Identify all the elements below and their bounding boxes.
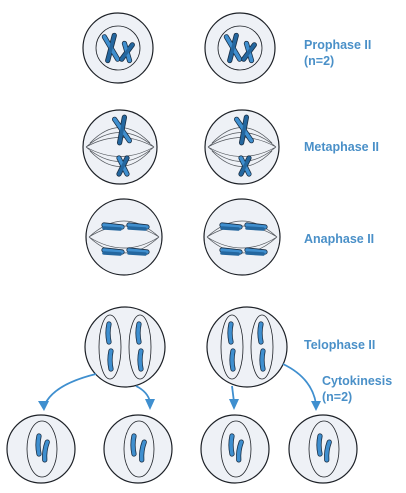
telophase-cell-right [207, 307, 287, 387]
label-cytokinesis-n: (n=2) [322, 390, 352, 404]
metaphase-cell-left [83, 110, 157, 184]
daughter-cell-2 [104, 415, 172, 483]
daughter-cell-3 [201, 415, 269, 483]
daughter-cell-4 [289, 415, 357, 483]
prophase-cell-right [205, 13, 275, 83]
metaphase-cell-right [205, 110, 279, 184]
anaphase-cell-right [204, 199, 280, 275]
label-cytokinesis: Cytokinesis [322, 374, 392, 388]
label-metaphase: Metaphase II [304, 140, 379, 154]
label-anaphase: Anaphase II [304, 232, 374, 246]
label-telophase: Telophase II [304, 338, 375, 352]
telophase-cell-left [85, 307, 165, 387]
prophase-cell-left [83, 13, 153, 83]
anaphase-cell-left [86, 199, 162, 275]
daughter-cell-1 [7, 415, 75, 483]
label-prophase-n: (n=2) [304, 54, 334, 68]
label-prophase: Prophase II [304, 38, 371, 52]
